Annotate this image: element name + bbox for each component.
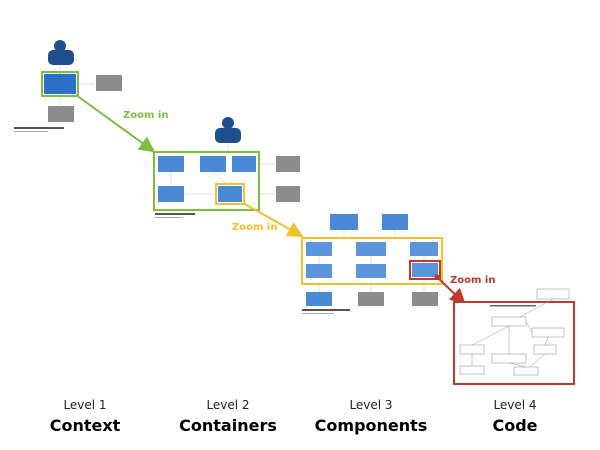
class-box bbox=[459, 365, 485, 375]
context-diagram bbox=[14, 40, 122, 132]
external-system-box bbox=[276, 156, 300, 172]
database-box bbox=[158, 186, 184, 202]
class-box bbox=[533, 344, 557, 355]
zoom-in-label: Zoom in bbox=[123, 110, 169, 121]
level-3-caption: Level 3 Components bbox=[311, 398, 431, 435]
level-name: Code bbox=[492, 416, 538, 435]
class-box bbox=[459, 344, 485, 355]
container-box bbox=[200, 156, 226, 172]
zoom-arrow-red bbox=[436, 276, 466, 305]
zoom-arrow-yellow bbox=[242, 202, 304, 237]
class-box bbox=[513, 366, 539, 376]
level-name: Context bbox=[49, 416, 121, 435]
database-box bbox=[306, 292, 332, 306]
external-system-box bbox=[358, 292, 384, 306]
person-box bbox=[215, 128, 241, 143]
level-number: Level 1 bbox=[63, 398, 107, 412]
software-system-box bbox=[44, 74, 76, 94]
component-box bbox=[306, 264, 332, 278]
container-highlight bbox=[215, 183, 245, 205]
component-diagram bbox=[301, 214, 443, 314]
person-icon bbox=[222, 117, 234, 129]
container-diagram bbox=[153, 117, 300, 218]
class-box bbox=[491, 316, 527, 327]
external-system-box bbox=[276, 186, 300, 202]
external-system-box bbox=[48, 106, 74, 122]
container-boundary bbox=[153, 151, 260, 211]
component-boundary bbox=[301, 237, 443, 285]
container-box bbox=[218, 186, 242, 202]
component-box bbox=[306, 242, 332, 256]
person-box bbox=[48, 50, 74, 65]
level-number: Level 4 bbox=[493, 398, 537, 412]
zoom-in-label: Zoom in bbox=[232, 222, 278, 233]
level-4-caption: Level 4 Code bbox=[455, 398, 575, 435]
component-box bbox=[412, 263, 438, 277]
container-box bbox=[382, 214, 408, 230]
external-system-box bbox=[96, 75, 122, 91]
component-box bbox=[410, 242, 438, 256]
person-icon bbox=[54, 40, 66, 52]
level-name: Containers bbox=[179, 416, 277, 435]
external-system-box bbox=[412, 292, 438, 306]
component-box bbox=[356, 264, 386, 278]
class-box bbox=[491, 353, 527, 364]
zoom-arrow-green bbox=[75, 94, 156, 153]
zoom-in-label: Zoom in bbox=[450, 275, 496, 286]
level-name: Components bbox=[314, 416, 428, 435]
component-box bbox=[356, 242, 386, 256]
class-box bbox=[536, 288, 570, 300]
level-number: Level 2 bbox=[206, 398, 250, 412]
level-number: Level 3 bbox=[349, 398, 393, 412]
code-diagram bbox=[453, 288, 575, 385]
container-box bbox=[330, 214, 358, 230]
level-2-caption: Level 2 Containers bbox=[168, 398, 288, 435]
container-box bbox=[232, 156, 256, 172]
container-box bbox=[158, 156, 184, 172]
level-1-caption: Level 1 Context bbox=[25, 398, 145, 435]
class-box bbox=[531, 327, 565, 338]
component-highlight bbox=[409, 260, 441, 280]
